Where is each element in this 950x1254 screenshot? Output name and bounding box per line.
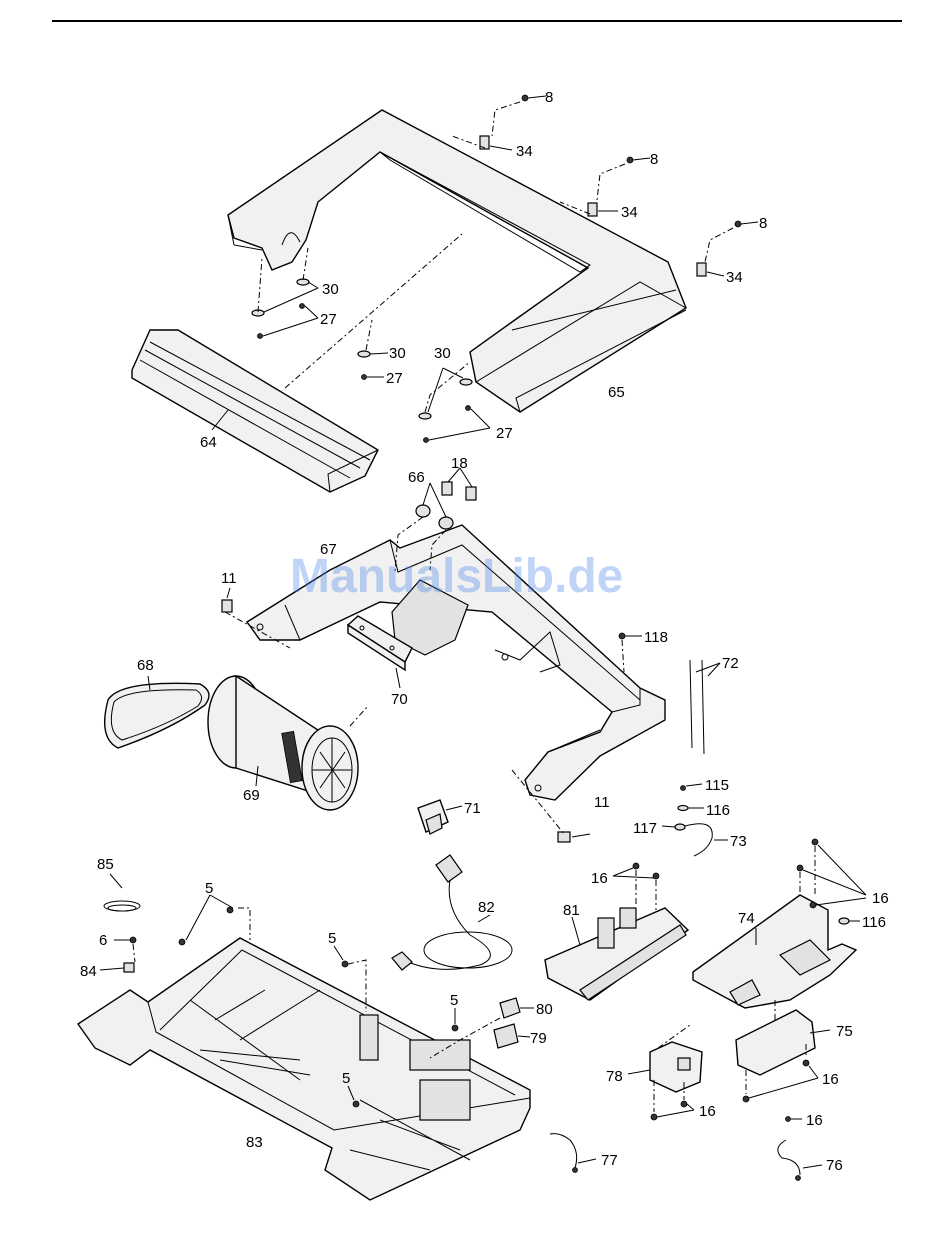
callout-16-controller: 16 (591, 870, 608, 887)
callout-83: 83 (246, 1134, 263, 1151)
callout-82: 82 (478, 899, 495, 916)
drive-belt-part-68 (105, 676, 209, 748)
callout-116-lower: 116 (862, 914, 886, 931)
callout-16-wire: 16 (806, 1112, 823, 1129)
hood-cover-alignment-line (285, 234, 462, 388)
transformer-part-78 (628, 1025, 702, 1120)
callout-11-left: 11 (221, 570, 237, 587)
hood-part-65 (228, 110, 686, 412)
capacitor-part-75 (736, 1000, 830, 1102)
callout-70: 70 (391, 691, 408, 708)
motor-part-69 (208, 676, 368, 810)
callout-16-bracket: 16 (872, 890, 889, 907)
callout-34-right: 34 (726, 269, 743, 286)
callout-74: 74 (738, 910, 755, 927)
callout-72: 72 (722, 655, 739, 672)
controller-part-81 (545, 863, 688, 1000)
callout-77: 77 (601, 1152, 618, 1169)
callout-78: 78 (606, 1068, 623, 1085)
callout-117: 117 (633, 820, 657, 837)
callout-5-b: 5 (328, 930, 336, 947)
callout-64: 64 (200, 434, 217, 451)
callout-5-a: 5 (205, 880, 213, 897)
controller-bracket-part-74 (693, 839, 866, 1008)
motor-base-part-83 (78, 938, 530, 1200)
callout-30-center: 30 (389, 345, 406, 362)
callout-27-center: 27 (386, 370, 403, 387)
callout-5-c: 5 (450, 992, 458, 1009)
breaker-part-80 (500, 998, 534, 1018)
callout-30-right: 30 (434, 345, 451, 362)
callout-66: 66 (408, 469, 425, 486)
wire-part-77 (550, 1134, 596, 1173)
callout-34-top: 34 (516, 143, 533, 160)
callout-73: 73 (730, 833, 747, 850)
hood-cover-part-64 (132, 330, 378, 492)
callout-6: 6 (99, 932, 107, 949)
callout-27-left: 27 (320, 311, 337, 328)
callout-8-right: 8 (759, 215, 767, 232)
callout-30-left: 30 (322, 281, 339, 298)
callout-75: 75 (836, 1023, 853, 1040)
callout-65: 65 (608, 384, 625, 401)
ground-wire-part-73 (662, 784, 728, 856)
callout-69: 69 (243, 787, 260, 804)
callout-16-capacitor: 16 (822, 1071, 839, 1088)
callout-115: 115 (705, 777, 729, 794)
callout-116-upper: 116 (706, 802, 730, 819)
callout-5-d: 5 (342, 1070, 350, 1087)
callout-76: 76 (826, 1157, 843, 1174)
callout-118: 118 (644, 629, 668, 646)
watermark: ManualsLib.de (290, 550, 623, 603)
callout-79: 79 (530, 1030, 547, 1047)
callout-80: 80 (536, 1001, 553, 1018)
callout-8-middle: 8 (650, 151, 658, 168)
callout-34-middle: 34 (621, 204, 638, 221)
callout-84: 84 (80, 963, 97, 980)
callout-11-right: 11 (594, 794, 610, 811)
callout-71: 71 (464, 800, 481, 817)
callout-16-transformer: 16 (699, 1103, 716, 1120)
callout-8-top: 8 (545, 89, 553, 106)
switch-part-71 (418, 800, 462, 834)
callout-85: 85 (97, 856, 114, 873)
callout-68: 68 (137, 657, 154, 674)
callout-27-right: 27 (496, 425, 513, 442)
callout-18: 18 (451, 455, 468, 472)
callout-81: 81 (563, 902, 580, 919)
